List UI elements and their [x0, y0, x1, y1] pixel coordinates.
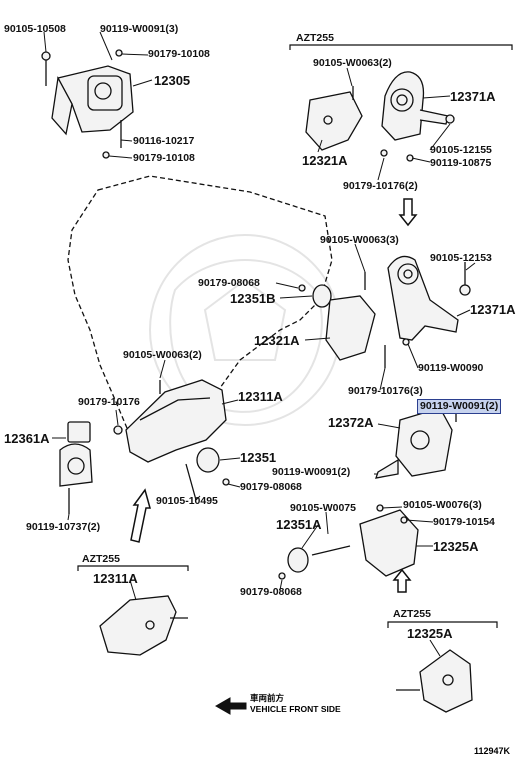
diagram-code: 112947K	[474, 746, 511, 756]
label-90119-W0090: 90119-W0090	[418, 362, 484, 374]
label-90105-W0063-top: 90105-W0063(2)	[313, 57, 392, 69]
leader-lines	[43, 31, 476, 657]
label-90105-W0063-3: 90105-W0063(3)	[320, 234, 399, 246]
up-arrow-left	[130, 488, 151, 543]
part-12321A-top	[305, 86, 388, 157]
label-90105-12153: 90105-12153	[430, 252, 492, 264]
label-azt255-top: AZT255	[296, 32, 334, 44]
top-right-box	[289, 44, 513, 50]
label-90116-10217: 90116-10217	[133, 135, 195, 147]
label-12361A: 12361A	[4, 431, 50, 446]
label-90119-W0091-2-highlighted: 90119-W0091(2)	[416, 399, 502, 414]
bottom-left-box	[77, 565, 189, 571]
label-90105-10508: 90105-10508	[4, 23, 66, 35]
part-12325A-inset	[396, 649, 473, 713]
label-90105-12155: 90105-12155	[430, 144, 492, 156]
label-12372A: 12372A	[328, 415, 374, 430]
part-12361A	[59, 421, 93, 514]
label-azt255-left: AZT255	[82, 553, 120, 565]
label-12321A-mid: 12321A	[254, 333, 300, 348]
part-12311A-inset	[99, 595, 188, 656]
label-90179-10176: 90179-10176	[78, 396, 140, 408]
part-12351A	[278, 545, 351, 580]
up-arrow-right	[392, 568, 412, 593]
label-90119-W0091-3: 90119-W0091(3)	[100, 23, 179, 35]
vehicle-front-en: VEHICLE FRONT SIDE	[250, 704, 341, 714]
label-12311A-inset: 12311A	[93, 571, 138, 586]
label-12325A: 12325A	[433, 539, 479, 554]
label-12351: 12351	[240, 450, 277, 465]
label-12325A-inset: 12325A	[407, 626, 453, 641]
label-90179-10108-b: 90179-10108	[133, 152, 195, 164]
part-12305	[41, 49, 134, 159]
label-12351B: 12351B	[230, 291, 276, 306]
label-90119-W0091-2: 90119-W0091(2)	[272, 466, 351, 478]
part-12325A	[359, 504, 419, 577]
label-90179-10108-a: 90179-10108	[148, 48, 210, 60]
label-90119-10875: 90119-10875	[430, 157, 492, 169]
label-90119-10737-2: 90119-10737(2)	[26, 521, 101, 533]
label-12351A: 12351A	[276, 517, 322, 532]
part-12311A	[113, 379, 230, 501]
label-90179-10176-3: 90179-10176(3)	[348, 385, 423, 397]
label-90105-10495: 90105-10495	[156, 495, 218, 507]
label-90179-10176-2: 90179-10176(2)	[343, 180, 418, 192]
label-12321A-top: 12321A	[302, 153, 348, 168]
front-arrow	[214, 697, 247, 715]
label-90179-08068-low: 90179-08068	[240, 481, 302, 493]
part-12371A-top	[381, 71, 455, 162]
label-12371A-mid: 12371A	[470, 302, 516, 317]
label-90105-W0075: 90105-W0075	[290, 502, 356, 514]
part-12371A-mid	[387, 255, 471, 346]
label-azt255-right: AZT255	[393, 608, 431, 620]
part-12321A-mid	[298, 272, 386, 368]
vehicle-front-jp: 車両前方	[250, 693, 285, 703]
label-90105-W0063-2b: 90105-W0063(2)	[123, 349, 202, 361]
label-12305: 12305	[154, 73, 191, 88]
down-arrow-top	[398, 198, 418, 227]
label-90179-10154: 90179-10154	[433, 516, 495, 528]
label-12311A: 12311A	[238, 389, 283, 404]
bottom-right-box	[387, 621, 498, 628]
label-12371A-top: 12371A	[450, 89, 496, 104]
label-90105-W0076-3: 90105-W0076(3)	[403, 499, 482, 511]
label-90179-08068-bottom: 90179-08068	[240, 586, 302, 598]
label-90179-08068-mid: 90179-08068	[198, 277, 260, 289]
part-12372A	[375, 406, 457, 479]
